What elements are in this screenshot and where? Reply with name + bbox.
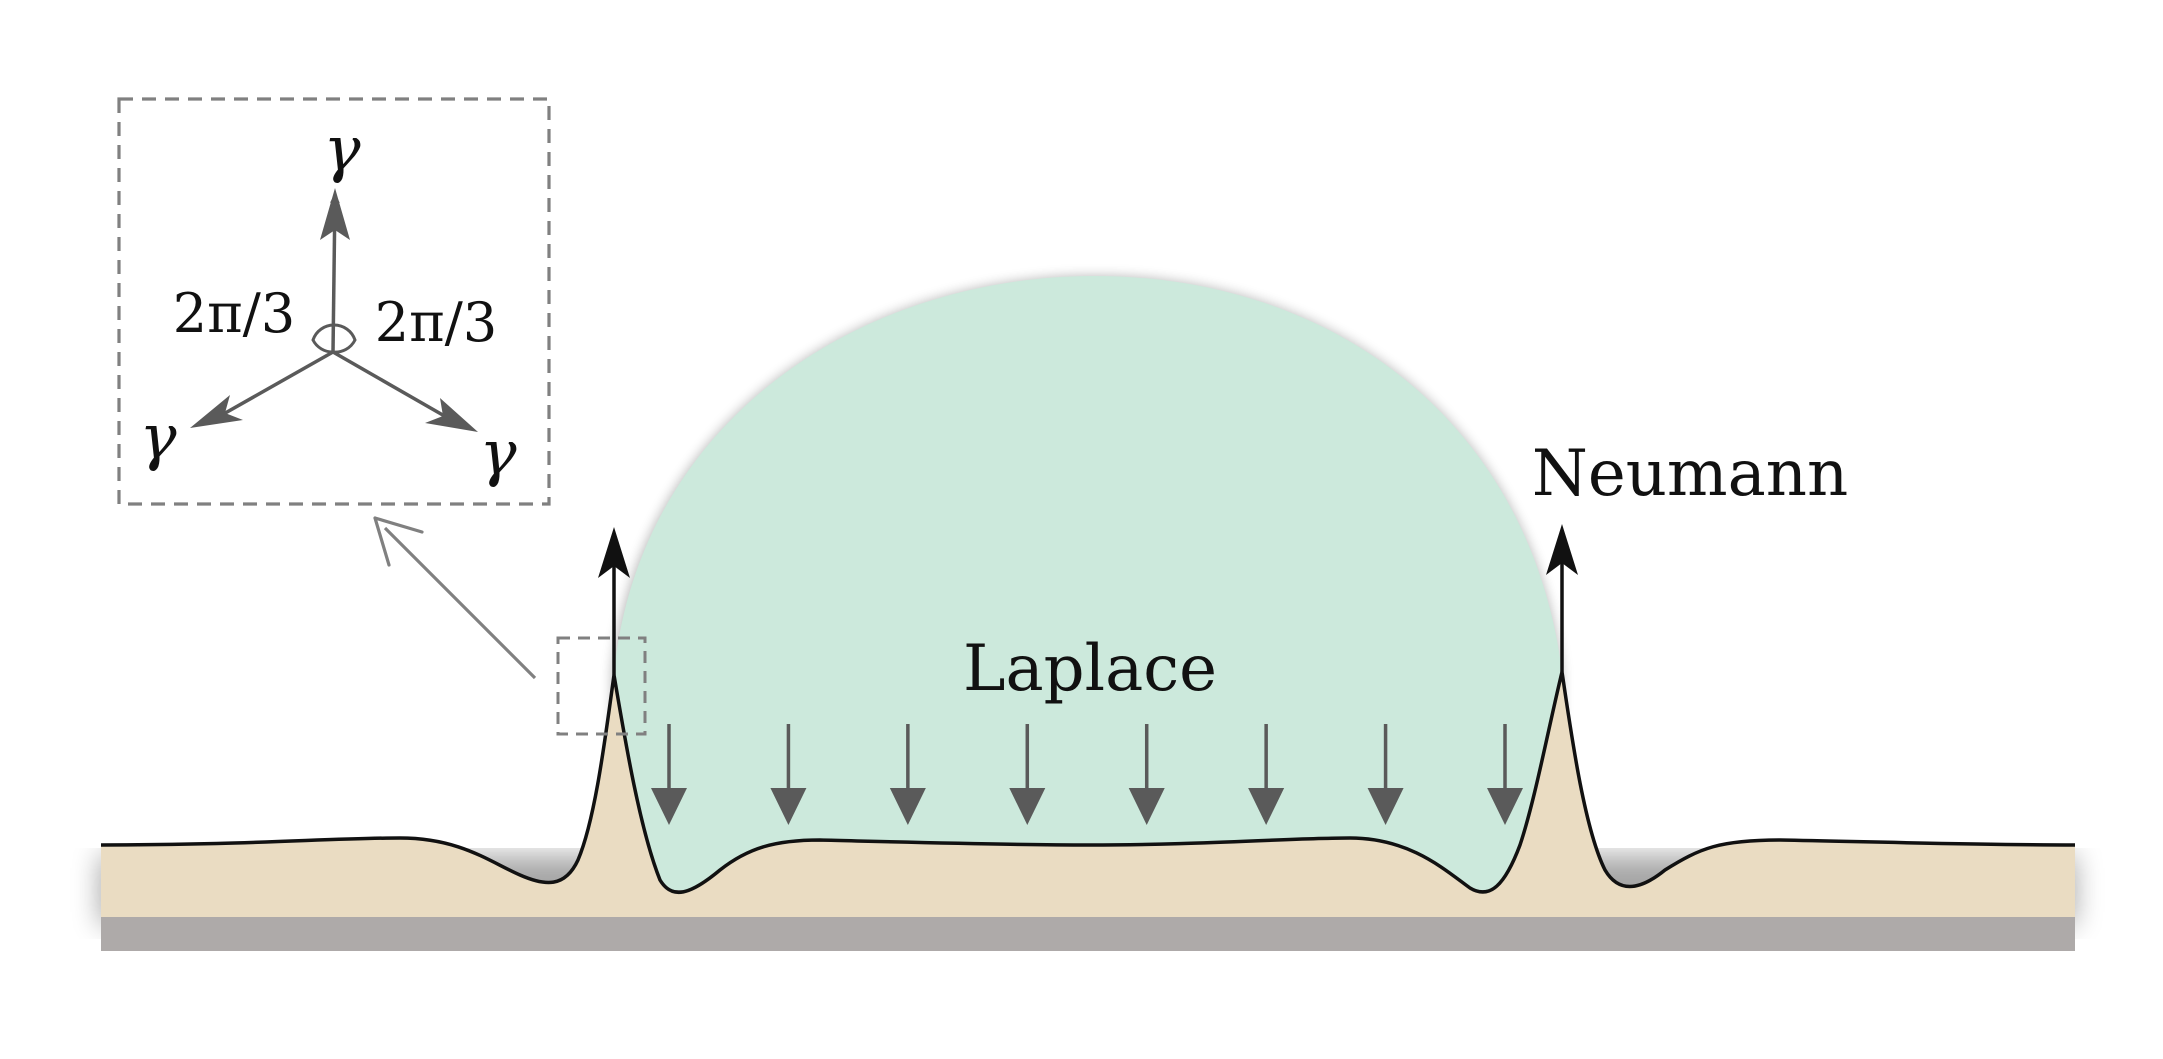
- left-neumann-arrow: [598, 527, 630, 675]
- liquid-droplet: [613, 275, 1562, 890]
- down-right-arrow-icon: [425, 398, 478, 432]
- pressure-arrow: [889, 724, 926, 825]
- down-arrow-icon: [1009, 788, 1046, 825]
- up-arrow-icon: [1546, 524, 1578, 575]
- angle-arc-left: [311, 323, 335, 354]
- down-arrow-icon: [651, 788, 687, 825]
- inset-dashed-frame: [117, 97, 551, 506]
- down-arrow-icon: [889, 788, 926, 825]
- angle-left-label: 2π/3: [173, 282, 295, 345]
- down-arrow-icon: [1487, 788, 1523, 825]
- pressure-arrow: [1009, 724, 1046, 825]
- tension-arrow-right: [332, 350, 449, 420]
- pressure-arrow: [651, 724, 687, 825]
- down-arrow-icon: [1248, 788, 1285, 825]
- base-plate: [101, 917, 2075, 951]
- up-arrow-icon: [598, 527, 630, 578]
- tension-arrow-left: [219, 350, 334, 418]
- pressure-arrow: [1248, 724, 1285, 825]
- pressure-arrow: [1128, 724, 1165, 825]
- gamma-right-label: γ: [479, 416, 517, 489]
- angle-right-label: 2π/3: [375, 291, 497, 354]
- down-arrow-icon: [770, 788, 807, 825]
- laplace-label: Laplace: [963, 632, 1217, 706]
- up-arrow-icon: [320, 188, 350, 240]
- substrate-surface-line: [100, 671, 2076, 895]
- pressure-arrow: [770, 724, 807, 825]
- deformable-substrate: [101, 672, 2075, 917]
- laplace-pressure-arrows: [651, 724, 1523, 825]
- pressure-arrow: [1487, 724, 1523, 825]
- gamma-top-label: γ: [323, 112, 361, 185]
- force-balance-inset: γ γ γ 2π/3 2π/3: [117, 97, 551, 506]
- inset-pointer-arrow: [373, 516, 537, 680]
- right-neumann-arrow: [1546, 524, 1578, 672]
- contact-line-zoom-box: [556, 636, 647, 736]
- neumann-label: Neumann: [1532, 437, 1848, 511]
- down-left-arrow-icon: [190, 395, 243, 428]
- down-arrow-icon: [1128, 788, 1165, 825]
- angle-arc-right: [332, 323, 357, 354]
- down-arrow-icon: [1367, 788, 1404, 825]
- gamma-left-label: γ: [139, 400, 177, 473]
- pressure-arrow: [1367, 724, 1404, 825]
